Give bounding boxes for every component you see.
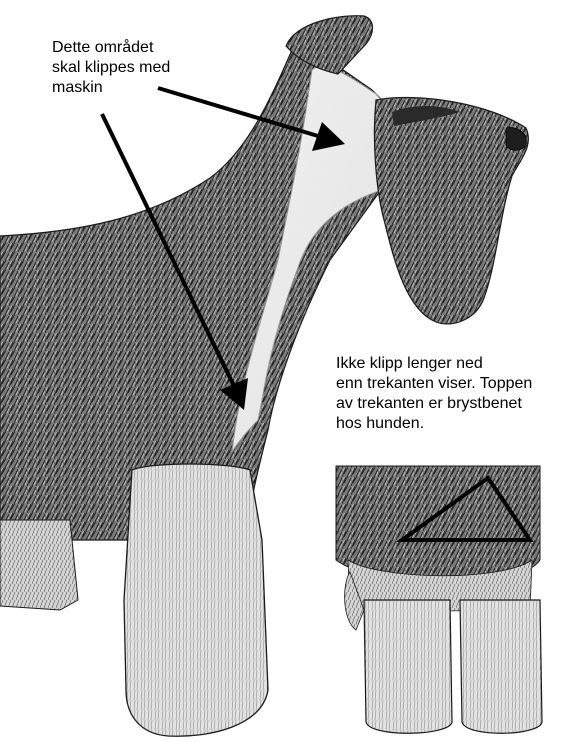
dog-front-leg bbox=[124, 464, 268, 736]
dog-rear-leg bbox=[0, 520, 78, 610]
clip-area-note-line: skal klippes med bbox=[52, 58, 170, 78]
chest-front-view-illustration bbox=[336, 466, 542, 733]
clip-limit-note-line: av trekanten er brystbenet bbox=[336, 394, 532, 414]
clip-limit-note-line: enn trekanten viser. Toppen bbox=[336, 374, 532, 394]
clip-area-note: Dette området skal klippes med maskin bbox=[52, 38, 170, 98]
clip-limit-note-line: hos hunden. bbox=[336, 414, 532, 434]
clip-limit-note-line: Ikke klipp lenger ned bbox=[336, 354, 532, 374]
chest-fur bbox=[336, 466, 540, 583]
front-view-left-leg bbox=[364, 600, 452, 733]
front-view-right-leg bbox=[460, 600, 542, 733]
clip-limit-note: Ikke klipp lenger ned enn trekanten vise… bbox=[336, 354, 532, 434]
dog-head bbox=[374, 98, 528, 324]
clip-area-note-line: Dette området bbox=[52, 38, 170, 58]
clip-area-note-line: maskin bbox=[52, 78, 170, 98]
